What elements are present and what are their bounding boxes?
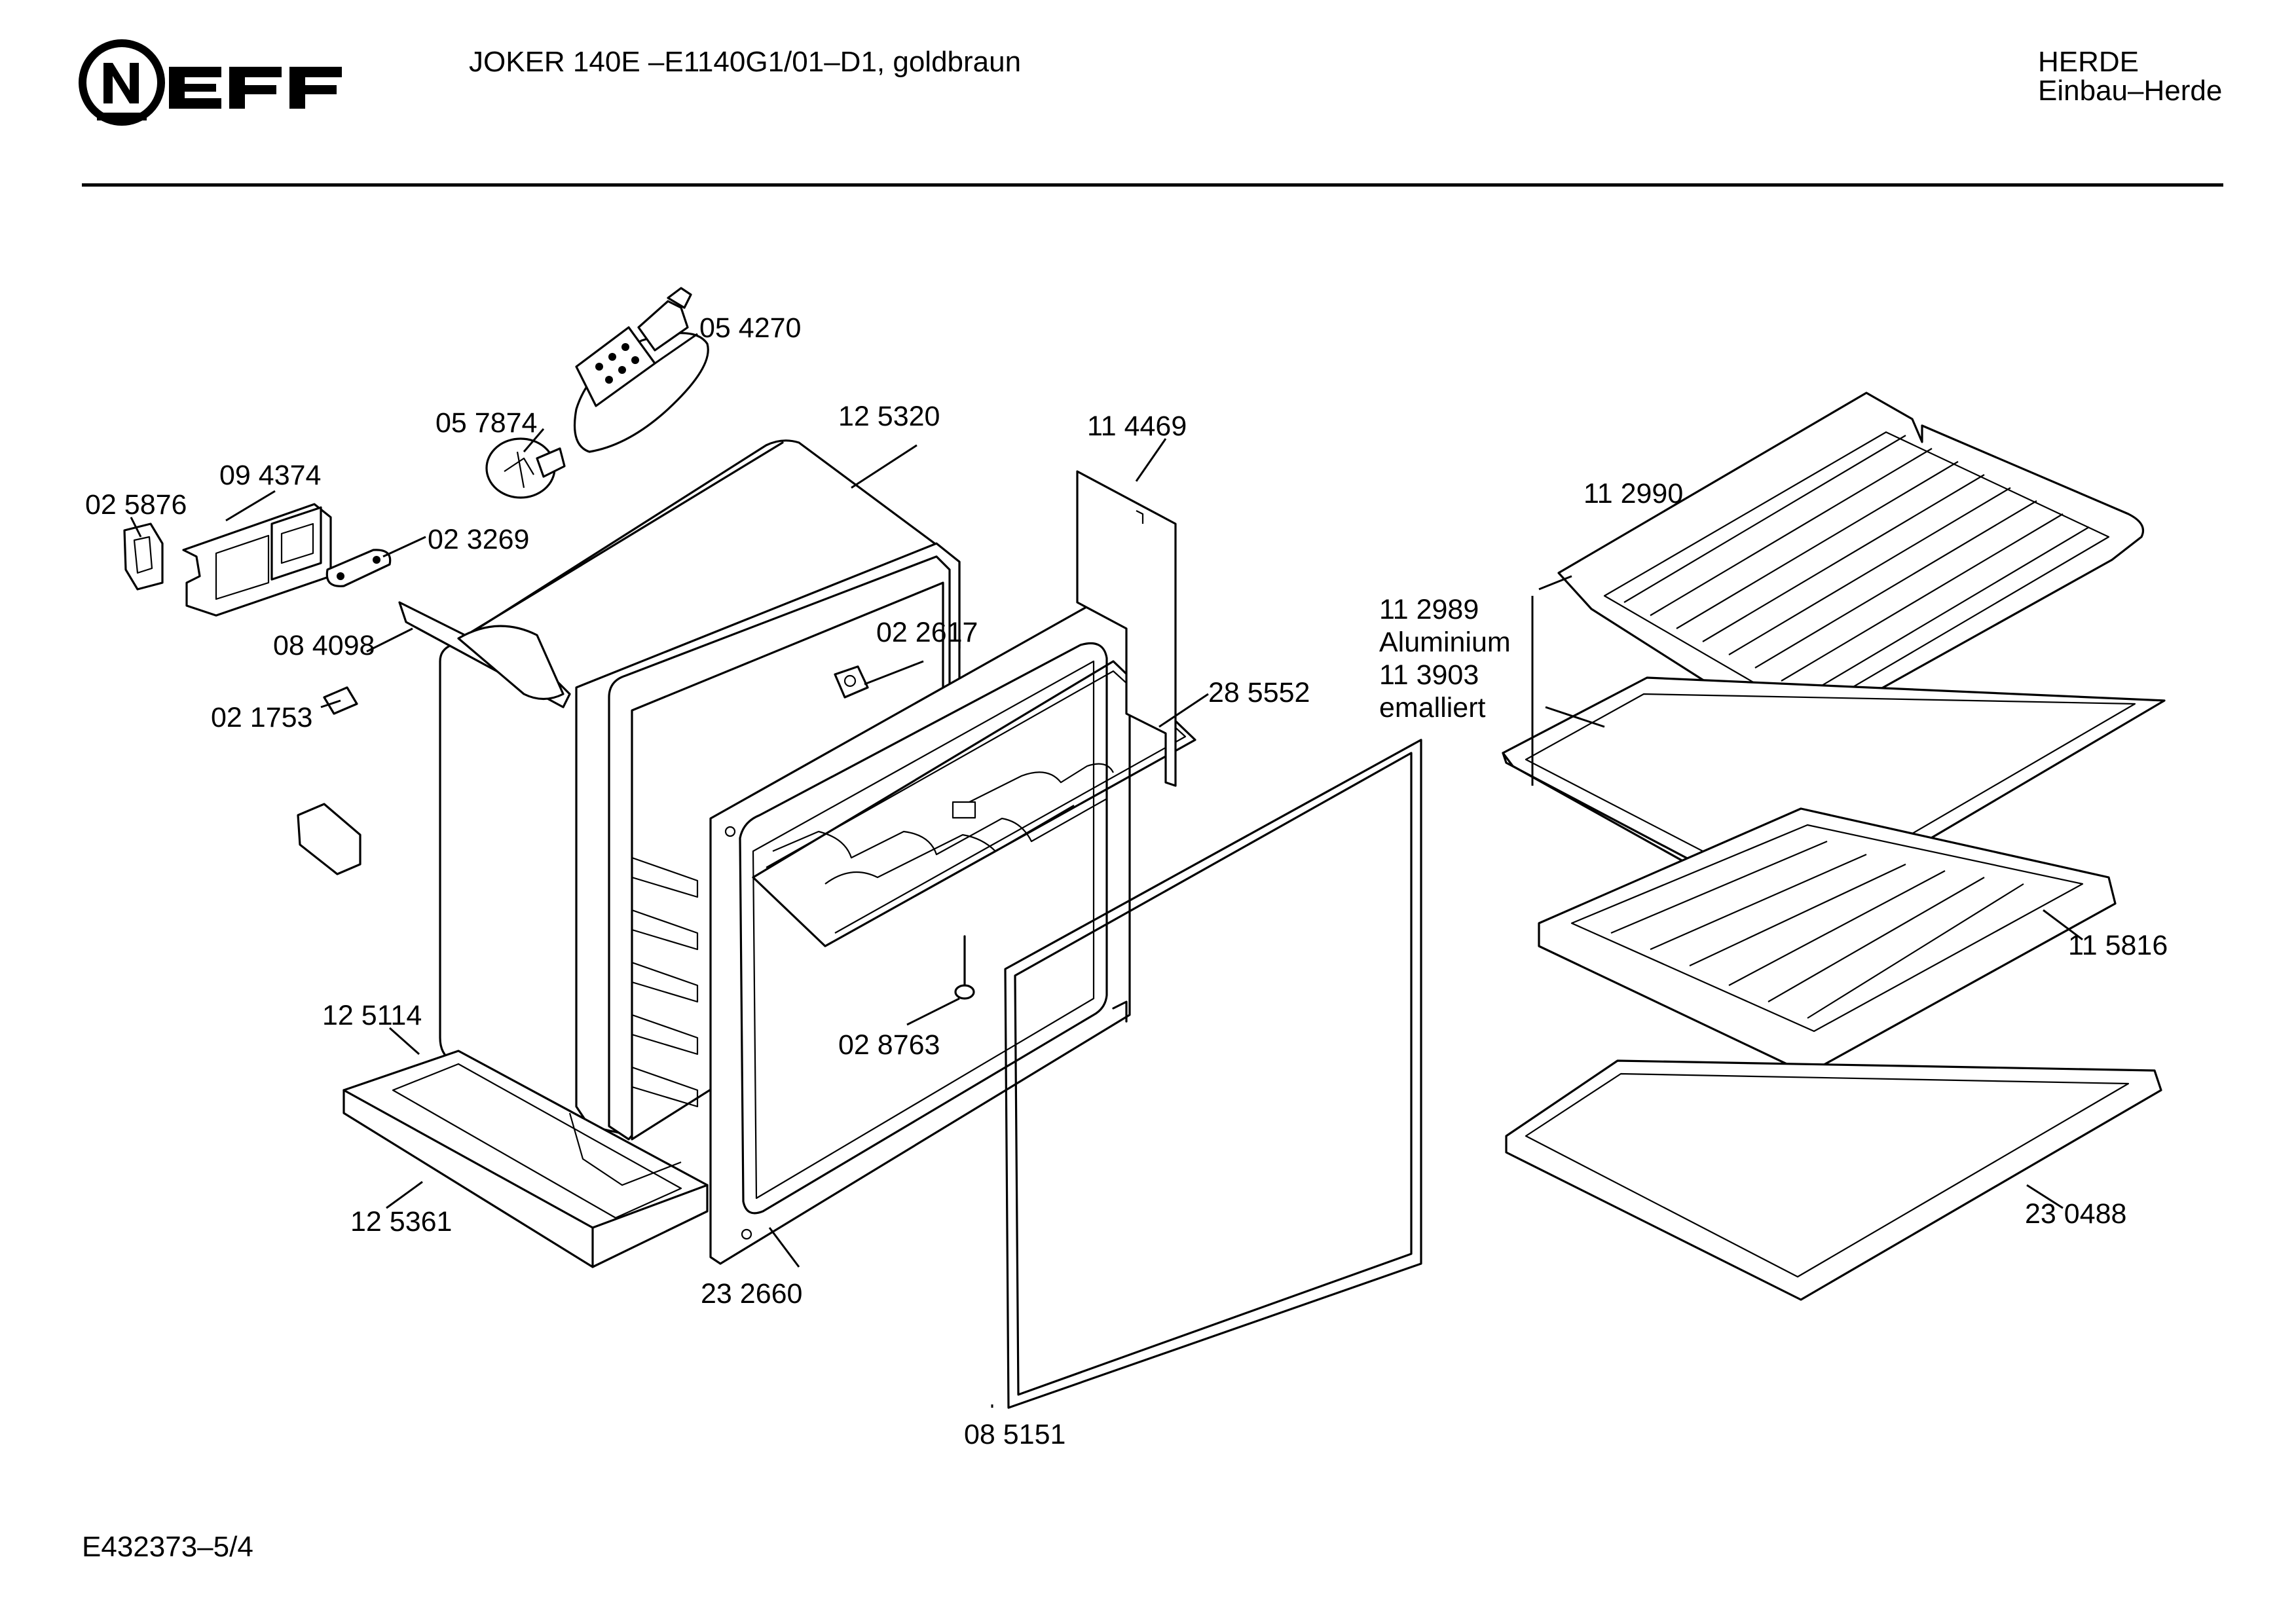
drawing-code: E432373–5/4: [82, 1531, 253, 1563]
label-094374: 09 4374: [219, 460, 321, 491]
deep-grill-pan: [1538, 807, 2117, 1075]
category-title: HERDE: [2038, 46, 2139, 78]
label-115816: 11 5816: [2068, 930, 2168, 961]
label-022617: 02 2617: [876, 617, 978, 648]
bottom-tray: [343, 1050, 709, 1268]
oven-lamp: [485, 287, 709, 499]
oven-rack: [1557, 392, 2145, 735]
label-054270: 05 4270: [699, 312, 801, 344]
label-230488: 23 0488: [2025, 1198, 2126, 1230]
door-seal: [1004, 739, 1422, 1409]
label-021753: 02 1753: [211, 702, 312, 733]
label-114469: 11 4469: [1087, 411, 1187, 442]
label-125114: 12 5114: [322, 1000, 422, 1031]
label-232660: 23 2660: [701, 1278, 802, 1310]
label-025876: 02 5876: [85, 489, 187, 521]
heating-element: [752, 660, 1196, 947]
label-113903: 11 3903: [1379, 659, 1479, 691]
front-frame: [709, 581, 1131, 1265]
label-125320: 12 5320: [838, 401, 940, 432]
small-components: [123, 503, 975, 1000]
label-285552: 28 5552: [1208, 677, 1310, 708]
back-panel: [1076, 470, 1177, 787]
bottom-tray-frame: [1505, 1059, 2162, 1301]
label-023269: 02 3269: [428, 524, 529, 555]
label-112989: 11 2989: [1379, 594, 1479, 625]
neff-logo-icon: [79, 39, 342, 126]
label-emalliert: emalliert: [1379, 692, 1486, 724]
label-085151: 08 5151: [964, 1419, 1065, 1450]
header-divider: [82, 183, 2223, 187]
label-112990: 11 2990: [1583, 478, 1683, 509]
label-084098: 08 4098: [273, 630, 375, 661]
subcategory-title: Einbau–Herde: [2038, 75, 2223, 107]
label-028763: 02 8763: [838, 1029, 940, 1061]
model-title: JOKER 140E –E1140G1/01–D1, goldbraun: [469, 46, 1022, 78]
leader-lines: [130, 333, 2083, 1408]
label-057874: 05 7874: [435, 407, 537, 439]
label-aluminium: Aluminium: [1379, 627, 1511, 658]
part-labels: 05 4270 05 7874 12 5320 11 4469 09 4374 …: [85, 312, 2168, 1450]
flat-baking-tray: [1502, 676, 2166, 925]
brand-logo: [77, 39, 346, 131]
label-125361: 12 5361: [350, 1206, 452, 1237]
